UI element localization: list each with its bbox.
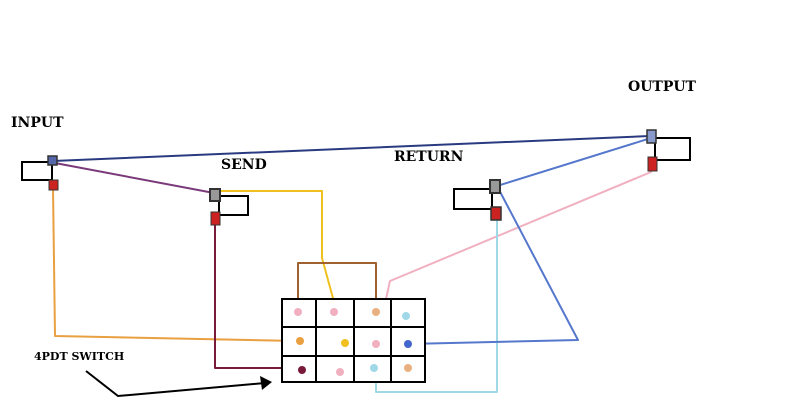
wire-input-to-send bbox=[54, 162, 215, 194]
wire-send-ground-maroon bbox=[214, 221, 302, 369]
lug-r2-c4 bbox=[404, 340, 412, 348]
wire-return-to-output bbox=[496, 137, 652, 187]
lug-r1-c1 bbox=[294, 308, 302, 316]
lug-r2-c2 bbox=[341, 339, 349, 347]
wire-input-ground-orange bbox=[52, 187, 299, 342]
input-tip-lug bbox=[47, 155, 58, 166]
input-label: INPUT bbox=[11, 115, 64, 131]
switch-lugs bbox=[294, 308, 412, 376]
lug-r1-c2 bbox=[330, 308, 338, 316]
lug-r3-c3 bbox=[370, 364, 378, 372]
input-jack bbox=[21, 155, 59, 191]
lug-r2-c3 bbox=[372, 340, 380, 348]
switch-pointer-arrow bbox=[85, 370, 272, 398]
lug-r3-c4 bbox=[404, 364, 412, 372]
output-label: OUTPUT bbox=[628, 79, 697, 95]
return-sleeve-lug bbox=[490, 206, 502, 221]
return-tip-lug bbox=[489, 179, 501, 194]
wire-input-to-output bbox=[52, 135, 651, 162]
lug-r3-c1 bbox=[298, 366, 306, 374]
send-jack bbox=[209, 188, 249, 226]
lug-r1-c4 bbox=[402, 312, 410, 320]
lug-r2-c1 bbox=[296, 337, 304, 345]
lug-r3-c2 bbox=[336, 368, 344, 376]
output-tip-lug bbox=[646, 129, 657, 144]
switch-label: 4PDT SWITCH bbox=[34, 350, 124, 363]
wire-return-to-switch bbox=[407, 185, 579, 345]
output-sleeve-lug bbox=[647, 156, 658, 172]
output-jack bbox=[646, 129, 691, 172]
send-tip-lug bbox=[209, 188, 221, 202]
lug-r1-c3 bbox=[372, 308, 380, 316]
send-label: SEND bbox=[221, 157, 267, 173]
return-label: RETURN bbox=[394, 149, 464, 165]
return-jack bbox=[453, 179, 502, 221]
wire-brown-jumper bbox=[297, 262, 377, 313]
send-sleeve-lug bbox=[210, 211, 221, 226]
input-sleeve-lug bbox=[48, 179, 59, 191]
